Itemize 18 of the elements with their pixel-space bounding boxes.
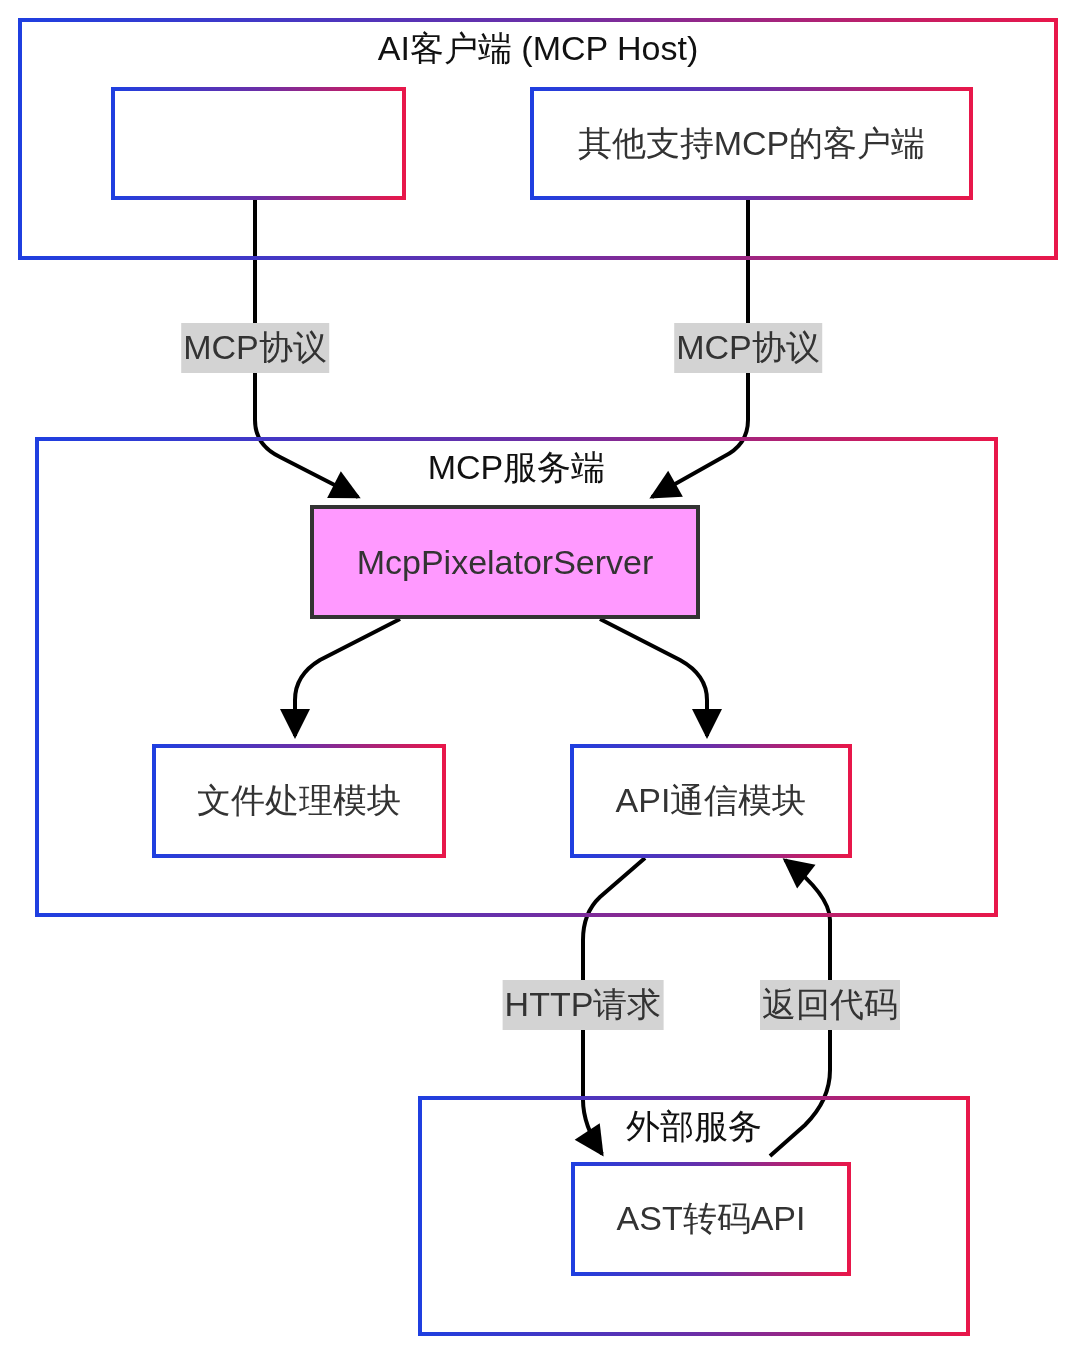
- group-title: 外部服务: [626, 1106, 762, 1147]
- process-box: API通信模块: [570, 744, 852, 858]
- process-box: 文件处理模块: [152, 744, 446, 858]
- arrow: [599, 617, 722, 739]
- server-box: McpPixelatorServer: [310, 505, 700, 619]
- edge-label: HTTP请求: [502, 980, 664, 1030]
- process-box: 其他支持MCP的客户端: [530, 87, 973, 200]
- group-box: [18, 18, 1058, 260]
- group-title: AI客户端 (MCP Host): [377, 28, 699, 69]
- group-title: MCP服务端: [427, 447, 606, 488]
- edge-label: MCP协议: [181, 323, 329, 373]
- group-box: [418, 1096, 970, 1336]
- process-box: [111, 87, 406, 200]
- edge-label: 返回代码: [760, 980, 900, 1030]
- group-box: [35, 437, 998, 917]
- process-box: AST转码API: [571, 1162, 851, 1276]
- arrow: [280, 617, 401, 739]
- edge-label: MCP协议: [674, 323, 822, 373]
